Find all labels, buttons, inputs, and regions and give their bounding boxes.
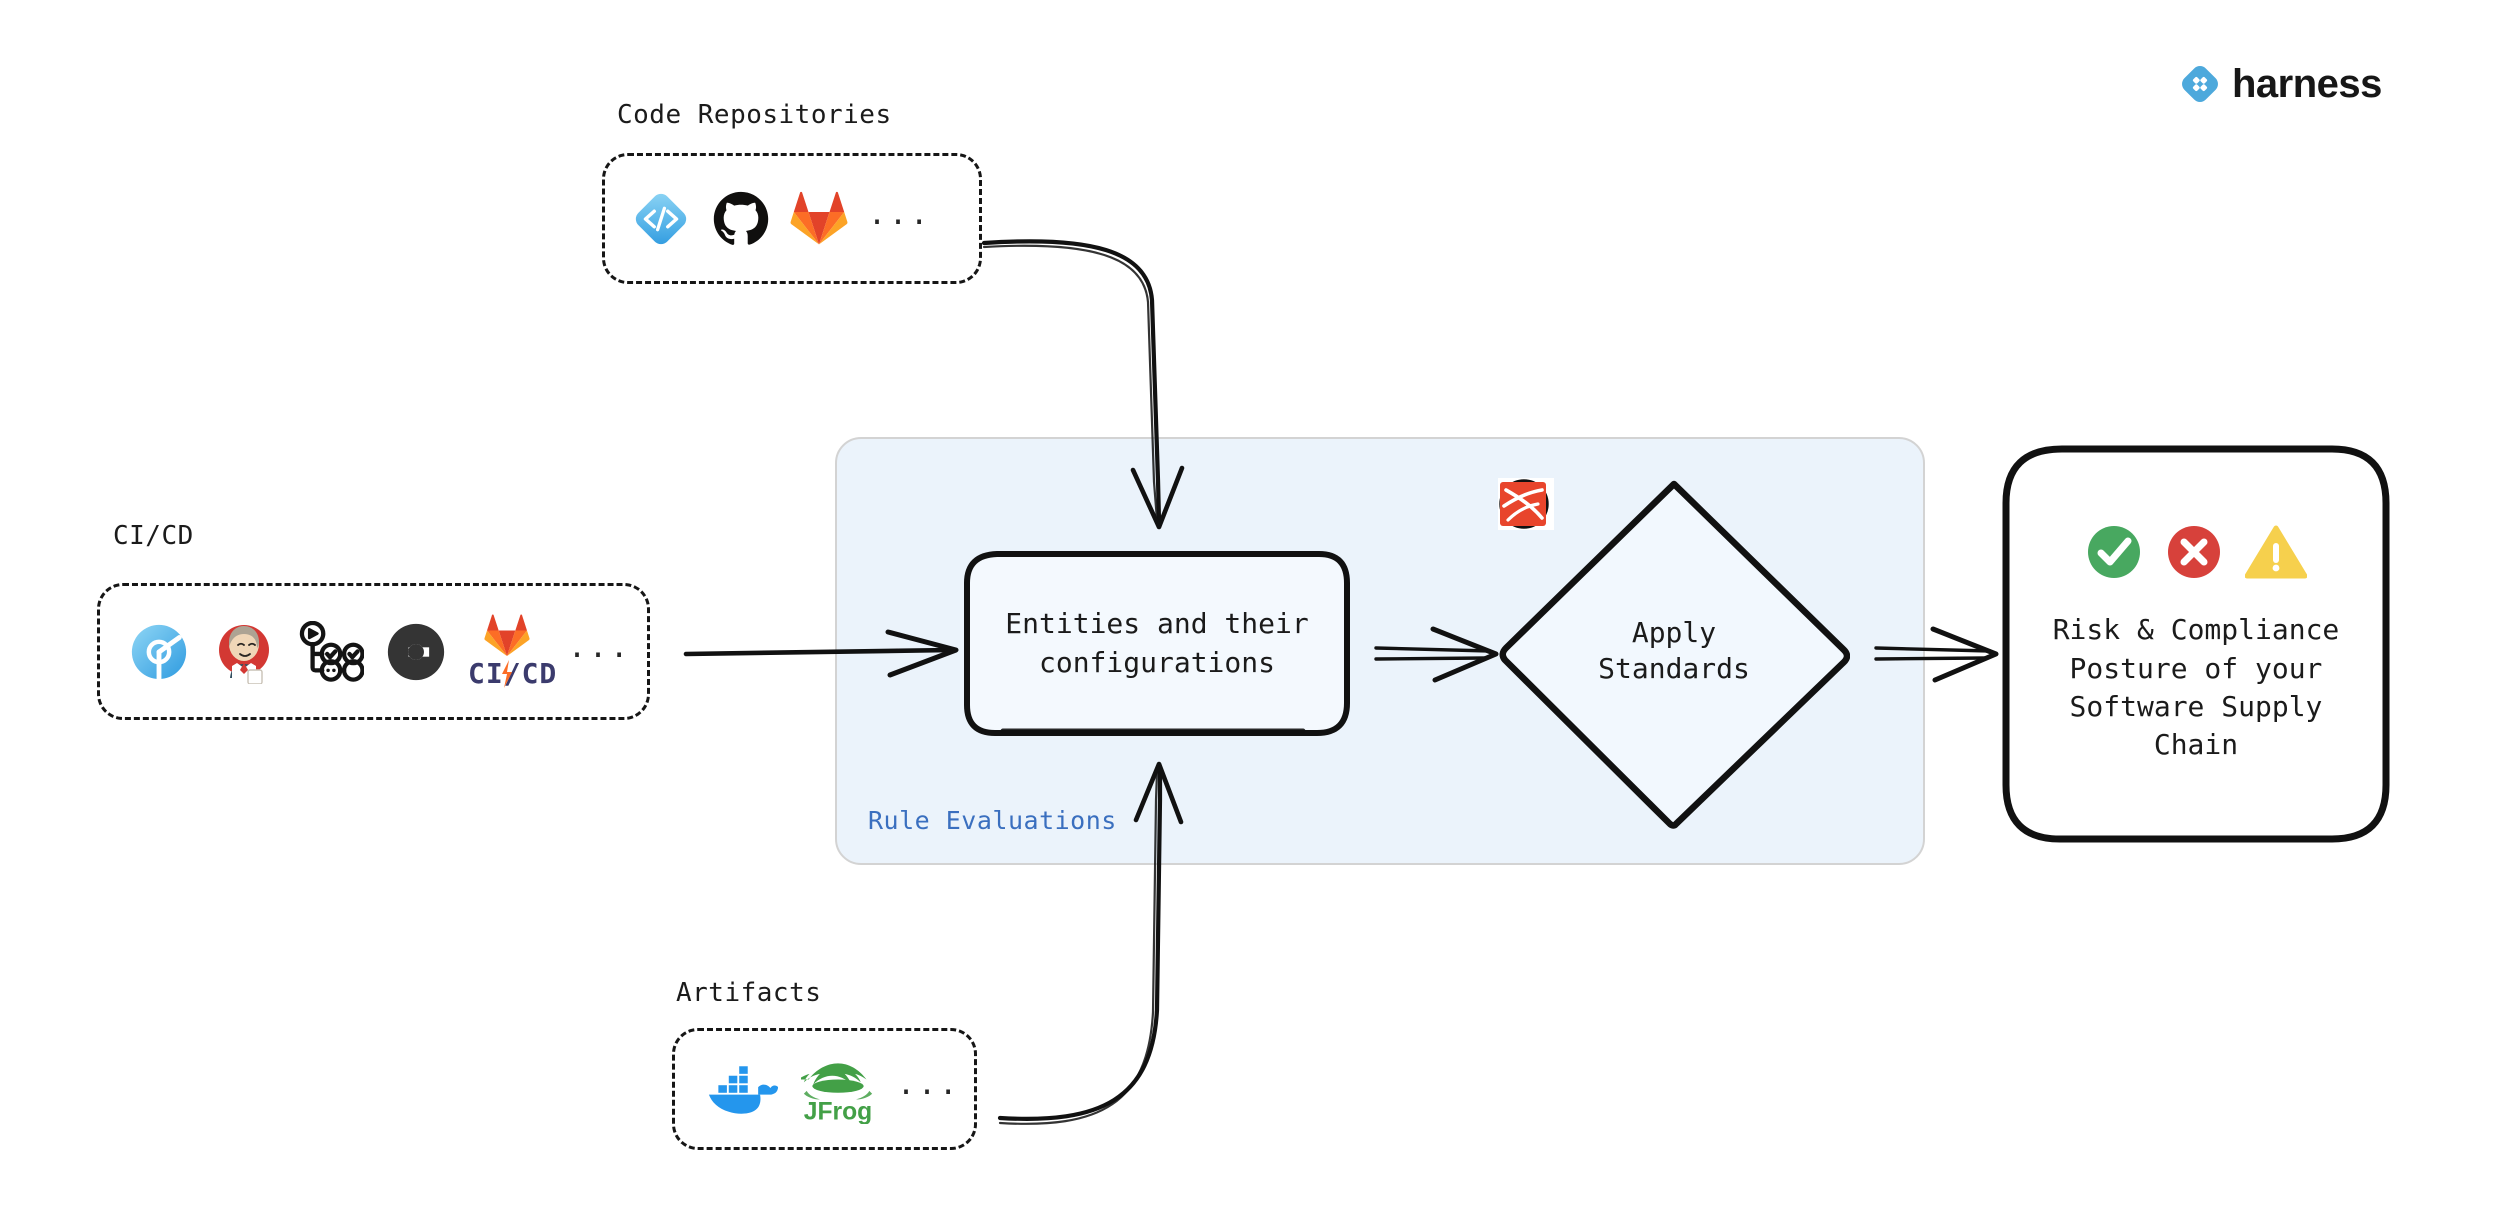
gitlab-fox-icon: [484, 614, 530, 657]
cicd-caption: CI/CD: [113, 521, 194, 551]
code-repositories-group: ...: [602, 153, 982, 284]
check-circle-icon: [2088, 526, 2140, 579]
jenkins-icon: [219, 624, 269, 684]
risk-compliance-label: Risk & Compliance Posture of your Softwa…: [2052, 613, 2340, 762]
code-repositories-caption: Code Repositories: [617, 100, 892, 130]
harness-icon: [131, 624, 187, 682]
gitlab-icon: [790, 191, 848, 244]
error-circle-icon: [2168, 526, 2220, 579]
docker-icon: [708, 1066, 779, 1114]
risk-compliance-node: Risk & Compliance Posture of your Softwa…: [2002, 445, 2390, 843]
github-actions-icon: [299, 620, 364, 682]
apply-standards-label: Apply Standards: [1598, 615, 1750, 685]
entities-node: Entities and their configurations: [963, 551, 1351, 737]
cicd-group: CI/CD ...: [97, 583, 650, 720]
cicd-more: ...: [568, 629, 632, 665]
jfrog-icon: JFrog: [801, 1063, 873, 1124]
artifacts-caption: Artifacts: [676, 978, 822, 1008]
harness-wordmark: harness: [2232, 62, 2382, 106]
status-icons: [2085, 523, 2307, 581]
code-repositories-more: ...: [868, 196, 932, 232]
rule-evaluations-label: Rule Evaluations: [868, 806, 1117, 835]
lightning-bolt-icon: [502, 660, 512, 688]
apply-standards-outline: [1499, 480, 1850, 829]
slsa-icon: [1500, 482, 1546, 526]
gitlab-cicd-icon: CI/CD: [468, 614, 556, 689]
apply-standards-node: Apply Standards CIS.: [1498, 478, 1850, 830]
artifacts-group: JFrog ...: [672, 1028, 977, 1150]
harness-code-icon: [635, 193, 687, 244]
warning-triangle-icon: [2245, 525, 2307, 579]
artifacts-more: ...: [897, 1067, 961, 1102]
svg-text:JFrog: JFrog: [804, 1098, 873, 1124]
github-icon: [713, 191, 769, 245]
harness-diamond-icon: [2182, 66, 2218, 102]
circleci-icon: [387, 623, 445, 680]
harness-logo: harness: [2178, 62, 2382, 106]
entities-label: Entities and their configurations: [1005, 607, 1309, 679]
gitlab-cicd-label: CI/CD: [468, 657, 558, 690]
